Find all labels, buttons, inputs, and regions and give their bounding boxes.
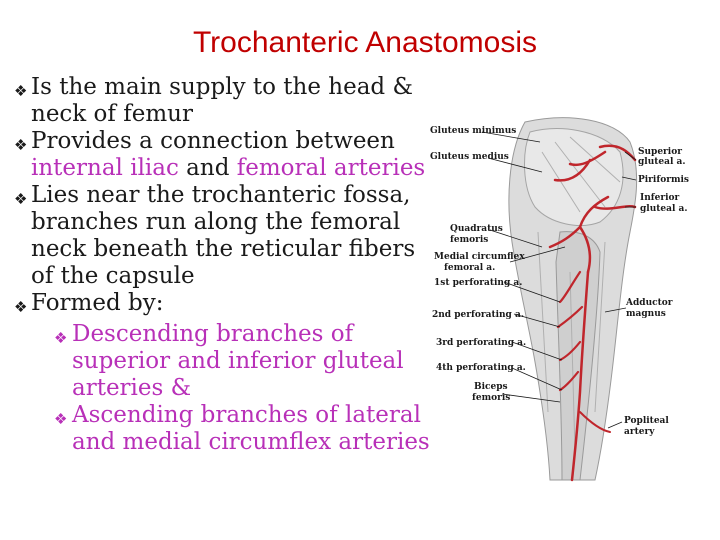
bullet-icon: ❖: [14, 136, 28, 154]
label-gluteus-medius: Gluteus medius: [430, 152, 509, 162]
anatomy-illustration: Gluteus minimus Gluteus medius Quadratus…: [430, 112, 692, 484]
label-femoris: femoris: [450, 235, 488, 245]
bullet-1-text: Is the main supply to the head & neck of…: [31, 74, 413, 127]
label-gluteal-a: gluteal a.: [638, 157, 686, 167]
bullet-icon: ❖: [14, 190, 28, 208]
perforating-arteries: [556, 270, 584, 392]
label-artery: artery: [624, 427, 655, 437]
bullet-1: ❖ Is the main supply to the head & neck …: [14, 74, 434, 128]
label-popliteal: Popliteal: [624, 416, 669, 426]
label-3rd-perforating: 3rd perforating a.: [436, 338, 526, 348]
bullet-3-text: Lies near the trochanteric fossa, branch…: [31, 182, 416, 289]
label-quadratus: Quadratus: [450, 224, 503, 234]
sub-bullet-icon: ❖: [54, 329, 68, 347]
sub-bullet-icon: ❖: [54, 410, 68, 428]
bullet-2-text: Provides a connection between: [31, 128, 395, 154]
label-femoris-2: femoris: [472, 393, 510, 403]
bullet-3: ❖ Lies near the trochanteric fossa, bran…: [14, 182, 434, 290]
label-inferior: Inferior: [640, 193, 680, 203]
bullet-icon: ❖: [14, 298, 28, 316]
label-gluteus-minimus: Gluteus minimus: [430, 126, 516, 136]
femoral-arteries-highlight: femoral arteries: [236, 155, 426, 181]
popliteal-artery: [579, 411, 611, 433]
descending-trunk: [570, 270, 590, 482]
sub-bullet-2-text: Ascending branches of lateral and medial…: [72, 402, 430, 455]
label-femoral-a: femoral a.: [444, 263, 495, 273]
bullet-2: ❖ Provides a connection between internal…: [14, 128, 434, 182]
bullet-icon: ❖: [14, 82, 28, 100]
bullet-list: ❖ Is the main supply to the head & neck …: [14, 74, 434, 456]
bullet-4: ❖ Formed by:: [14, 290, 434, 317]
sub-bullet-1-text: Descending branches of superior and infe…: [72, 321, 404, 401]
circumflex-artery: [548, 225, 592, 274]
sub-bullet-2: ❖ Ascending branches of lateral and medi…: [14, 402, 434, 456]
label-1st-perforating: 1st perforating a.: [434, 278, 522, 288]
slide-title: Trochanteric Anastomosis: [192, 26, 538, 59]
label-biceps: Biceps: [474, 382, 508, 392]
inferior-gluteal-artery: [578, 195, 637, 229]
label-magnus: magnus: [626, 309, 666, 319]
label-superior: Superior: [638, 147, 682, 157]
label-medial-circumflex: Medial circumflex: [434, 252, 525, 262]
label-gluteal-a-2: gluteal a.: [640, 204, 688, 214]
internal-iliac-highlight: internal iliac: [31, 155, 179, 181]
label-4th-perforating: 4th perforating a.: [436, 363, 526, 373]
sub-bullet-1: ❖ Descending branches of superior and in…: [14, 321, 434, 402]
bullet-4-text: Formed by:: [31, 290, 164, 316]
label-2nd-perforating: 2nd perforating a.: [432, 310, 524, 320]
bullet-2-mid: and: [178, 155, 237, 181]
arteries: [548, 144, 637, 482]
leader-lines: [481, 131, 637, 429]
label-piriformis: Piriformis: [638, 175, 689, 185]
label-adductor: Adductor: [625, 298, 673, 308]
